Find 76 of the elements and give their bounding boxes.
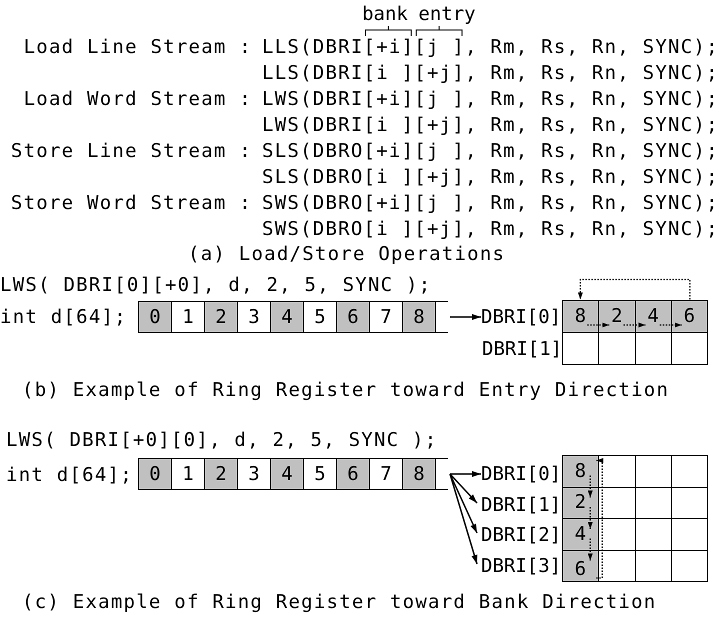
memory-cell: 8 bbox=[403, 302, 436, 332]
register-cell: 4 bbox=[562, 519, 600, 550]
register-cell bbox=[562, 333, 600, 365]
register-cell bbox=[599, 519, 636, 550]
dotted-arrow bbox=[587, 322, 610, 328]
register-cell bbox=[636, 454, 672, 488]
memory-cell: 0 bbox=[139, 302, 172, 332]
dotted-arrow bbox=[660, 322, 682, 328]
register-cell bbox=[599, 333, 636, 365]
register-cell: 6 bbox=[562, 550, 600, 582]
code-line: LLS(DBRI[i ][+j], Rm, Rs, Rn, SYNC); bbox=[262, 62, 719, 84]
register-label: DBRI[1] bbox=[481, 493, 563, 517]
code-line: LWS( DBRI[0][+0], d, 2, 5, SYNC ); bbox=[0, 274, 432, 296]
register-cell bbox=[672, 519, 708, 550]
code-line: SWS(DBRO[i ][+j], Rm, Rs, Rn, SYNC); bbox=[262, 218, 719, 240]
register-label: DBRI[3] bbox=[481, 554, 563, 578]
dotted-arrow bbox=[588, 476, 593, 498]
memory-cell: 0 bbox=[139, 459, 172, 489]
figure-caption: (a) Load/Store Operations bbox=[188, 243, 506, 265]
arrow bbox=[450, 471, 481, 477]
dotted-arrow bbox=[588, 538, 593, 560]
register-cell bbox=[599, 488, 636, 519]
register-cell bbox=[636, 550, 672, 582]
register-label: DBRI[0] bbox=[481, 305, 563, 329]
memory-cell: 6 bbox=[337, 302, 370, 332]
code-line: int d[64]; bbox=[6, 464, 133, 486]
arrow bbox=[449, 474, 478, 534]
memory-array bbox=[138, 458, 448, 490]
operation-name: Store Line Stream : bbox=[10, 140, 252, 162]
bracket-label: entry bbox=[418, 3, 476, 25]
figure-caption: (b) Example of Ring Register toward Entry Direction bbox=[22, 379, 670, 401]
dotted-arrow bbox=[624, 322, 646, 328]
register-cell bbox=[636, 488, 672, 519]
register-cell bbox=[636, 333, 672, 365]
memory-cell: 6 bbox=[337, 459, 370, 489]
operation-name: Load Line Stream : bbox=[24, 36, 252, 58]
register-label: DBRI[2] bbox=[481, 523, 563, 547]
arrow bbox=[449, 473, 478, 504]
dotted-arrow bbox=[588, 507, 593, 529]
register-cell: 2 bbox=[562, 488, 600, 519]
code-line: LWS(DBRI[+i][j ], Rm, Rs, Rn, SYNC); bbox=[262, 88, 719, 110]
memory-cell: 4 bbox=[271, 302, 304, 332]
register-cell bbox=[672, 488, 708, 519]
dotted-arrow bbox=[596, 458, 604, 579]
memory-cell: 4 bbox=[271, 459, 304, 489]
operation-name: Load Word Stream : bbox=[24, 88, 252, 110]
code-line: LWS(DBRI[i ][+j], Rm, Rs, Rn, SYNC); bbox=[262, 114, 719, 136]
dotted-arrow bbox=[578, 278, 691, 300]
arrow bbox=[450, 314, 481, 320]
code-line: int d[64]; bbox=[0, 306, 127, 328]
register-cell bbox=[672, 454, 708, 488]
register-cell: 8 bbox=[562, 300, 600, 333]
memory-cell: 2 bbox=[205, 459, 238, 489]
bracket-label: bank bbox=[362, 3, 408, 25]
code-line: SWS(DBRO[+i][j ], Rm, Rs, Rn, SYNC); bbox=[262, 192, 719, 214]
arrow bbox=[449, 474, 478, 564]
register-cell bbox=[672, 333, 708, 365]
code-line: LLS(DBRI[+i][j ], Rm, Rs, Rn, SYNC); bbox=[262, 36, 719, 58]
register-cell bbox=[636, 519, 672, 550]
register-cell bbox=[599, 550, 636, 582]
code-line: LWS( DBRI[+0][0], d, 2, 5, SYNC ); bbox=[6, 429, 438, 451]
register-cell: 2 bbox=[599, 300, 636, 333]
register-cell: 4 bbox=[636, 300, 672, 333]
register-cell: 8 bbox=[562, 454, 600, 488]
register-cell: 6 bbox=[672, 300, 708, 333]
memory-cell: 8 bbox=[403, 459, 436, 489]
register-cell bbox=[672, 550, 708, 582]
code-line: SLS(DBRO[i ][+j], Rm, Rs, Rn, SYNC); bbox=[262, 166, 719, 188]
register-label: DBRI[0] bbox=[481, 462, 563, 486]
memory-cell: 2 bbox=[205, 302, 238, 332]
memory-array bbox=[138, 301, 448, 333]
figure-caption: (c) Example of Ring Register toward Bank Direction bbox=[22, 591, 656, 613]
register-cell bbox=[599, 454, 636, 488]
register-label: DBRI[1] bbox=[482, 338, 562, 360]
operation-name: Store Word Stream : bbox=[10, 192, 252, 214]
code-line: SLS(DBRO[+i][j ], Rm, Rs, Rn, SYNC); bbox=[262, 140, 719, 162]
